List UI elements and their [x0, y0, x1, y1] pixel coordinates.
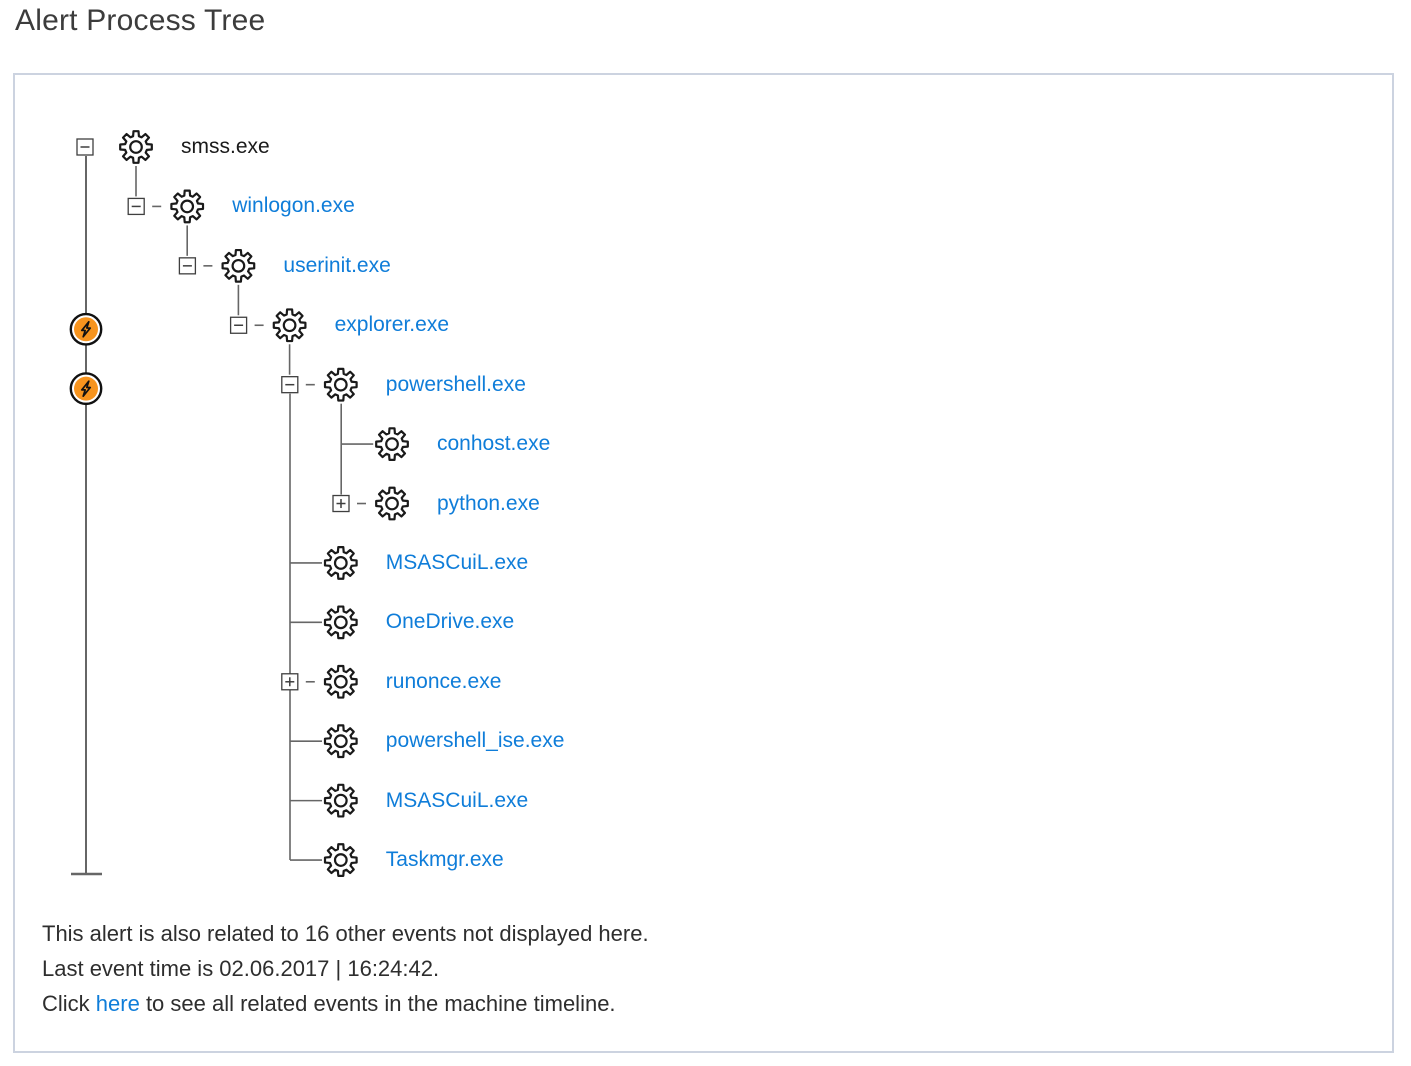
expand-box-python.exe[interactable] — [332, 494, 350, 513]
gear-hole — [333, 377, 348, 392]
lightning-alert-icon[interactable] — [69, 372, 103, 406]
page-title: Alert Process Tree — [15, 4, 266, 37]
here-link[interactable]: here — [95, 991, 140, 1016]
process-name-runonce.exe[interactable]: runonce.exe — [385, 669, 502, 693]
process-name-OneDrive.exe[interactable]: OneDrive.exe — [385, 610, 515, 634]
process-gear-icon[interactable] — [119, 130, 153, 164]
lightning-alert-icon[interactable] — [69, 312, 103, 346]
process-name-explorer.exe[interactable]: explorer.exe — [334, 313, 449, 337]
process-gear-icon[interactable] — [323, 783, 358, 818]
process-gear-icon[interactable] — [170, 189, 205, 224]
gear-hole — [231, 258, 246, 273]
process-name-Taskmgr.exe[interactable]: Taskmgr.exe — [385, 848, 504, 872]
gear-hole — [282, 318, 297, 333]
process-name-powershell.exe[interactable]: powershell.exe — [385, 372, 526, 396]
gear-hole — [385, 437, 399, 452]
gear-hole — [333, 853, 348, 867]
process-tree-panel — [13, 73, 1394, 1053]
process-gear-icon[interactable] — [221, 248, 256, 283]
process-gear-icon[interactable] — [272, 308, 307, 343]
process-name-userinit.exe[interactable]: userinit.exe — [283, 253, 391, 277]
click-prefix: Click — [42, 991, 96, 1016]
process-gear-icon[interactable] — [323, 605, 358, 640]
process-name-MSASCuiL.exe[interactable]: MSASCuiL.exe — [385, 788, 529, 812]
process-name-MSASCuiL.exe[interactable]: MSASCuiL.exe — [385, 550, 529, 574]
process-name-powershell_ise.exe[interactable]: powershell_ise.exe — [385, 729, 565, 753]
process-gear-icon[interactable] — [375, 486, 409, 521]
lightning-bolt-glyph — [80, 320, 92, 338]
collapse-box-userinit.exe[interactable] — [178, 257, 197, 275]
click-suffix: to see all related events in the machine… — [139, 991, 616, 1016]
process-gear-icon[interactable] — [323, 664, 358, 699]
process-name-smss.exe: smss.exe — [181, 135, 270, 158]
process-gear-icon[interactable] — [323, 367, 358, 402]
process-gear-icon[interactable] — [323, 843, 358, 877]
collapse-box-powershell.exe[interactable] — [281, 376, 299, 394]
collapse-box-explorer.exe[interactable] — [229, 316, 248, 334]
process-name-winlogon.exe[interactable]: winlogon.exe — [232, 194, 355, 218]
process-gear-icon[interactable] — [323, 724, 358, 759]
footer-line-last-event-time: Last event time is 02.06.2017 | 16:24:42… — [42, 956, 440, 981]
process-name-conhost.exe[interactable]: conhost.exe — [437, 432, 551, 456]
collapse-box-winlogon.exe[interactable] — [127, 197, 145, 216]
gear-hole — [180, 199, 195, 214]
footer-line-click-here: Click here to see all related events in … — [42, 986, 649, 1021]
collapse-box-smss.exe[interactable] — [76, 138, 94, 156]
footer-note: This alert is also related to 16 other e… — [42, 916, 649, 1021]
gear-hole — [333, 674, 348, 689]
process-gear-icon[interactable] — [323, 546, 358, 580]
gear-hole — [333, 556, 348, 570]
alert-circle-fill — [74, 317, 98, 342]
gear-hole — [333, 615, 348, 630]
expand-box-runonce.exe[interactable] — [281, 673, 299, 691]
gear-hole — [385, 496, 399, 511]
gear-hole — [333, 793, 348, 808]
gear-hole — [333, 734, 348, 749]
footer-line-related-events: This alert is also related to 16 other e… — [42, 921, 649, 946]
alert-circle-fill — [74, 376, 98, 401]
lightning-bolt-glyph — [80, 380, 92, 398]
process-name-python.exe[interactable]: python.exe — [437, 491, 540, 515]
gear-hole — [129, 140, 143, 154]
process-gear-icon[interactable] — [375, 427, 409, 462]
